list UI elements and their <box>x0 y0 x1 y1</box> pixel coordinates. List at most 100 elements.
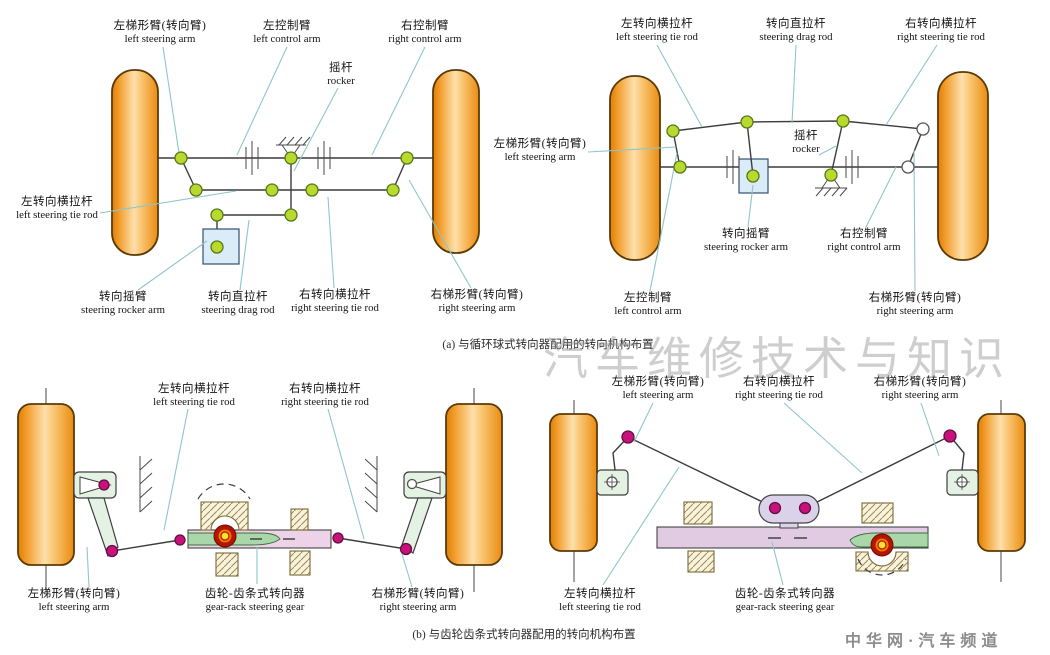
hub-center-left <box>604 474 620 490</box>
wheel-right <box>977 413 1026 552</box>
label-d-right-steering-tie-rod: 右转向横拉杆 right steering tie rod <box>735 376 823 401</box>
slider-symbol-right <box>317 141 331 175</box>
label-a-left-steering-arm: 左梯形臂(转向臂) left steering arm <box>114 20 207 45</box>
slider-symbol-left <box>245 141 259 175</box>
label-en: left control arm <box>253 32 321 45</box>
wheel-right <box>432 69 480 254</box>
label-en: right steering arm <box>876 304 954 317</box>
label-en: right steering arm <box>438 301 516 314</box>
tie-rod-end-right <box>408 476 441 495</box>
label-en: left steering arm <box>622 388 694 401</box>
site-credit: 中华网·汽车频道 <box>845 633 1003 650</box>
mount-right-lower <box>855 551 909 572</box>
label-zh: 左梯形臂(转向臂) <box>113 20 207 32</box>
mount-right-upper <box>861 502 894 524</box>
slider-symbol-left <box>726 150 740 184</box>
label-zh: 右梯形臂(转向臂) <box>868 292 962 304</box>
wheel-left <box>549 413 598 552</box>
right-control-arm-link <box>907 128 924 168</box>
wheel-left <box>17 403 75 566</box>
label-b-right-control-arm: 右控制臂 right control arm <box>827 228 900 253</box>
label-zh: 转向摇臂 <box>722 228 770 240</box>
label-a-rocker: 摇杆 rocker <box>327 62 355 87</box>
label-en: left steering arm <box>124 32 196 45</box>
label-zh: 右梯形臂(转向臂) <box>430 289 524 301</box>
label-en: left control arm <box>614 304 682 317</box>
rotation-arc <box>857 558 907 576</box>
label-d-gear-rack-steering-gear: 齿轮-齿条式转向器 gear-rack steering gear <box>735 588 835 613</box>
label-zh: 左转向横拉杆 <box>20 196 93 208</box>
pinion <box>213 524 237 548</box>
label-zh: 右转向横拉杆 <box>298 289 371 301</box>
label-en: left steering tie rod <box>559 600 641 613</box>
upper-linkage <box>672 120 924 132</box>
label-zh: 右转向横拉杆 <box>742 376 815 388</box>
mount-left-upper <box>683 501 713 525</box>
label-zh: 齿轮-齿条式转向器 <box>204 588 306 600</box>
rotation-arc <box>197 483 251 500</box>
pitman-link <box>746 121 754 177</box>
label-a-right-control-arm: 右控制臂 right control arm <box>388 20 461 45</box>
label-zh: 齿轮-齿条式转向器 <box>734 588 836 600</box>
diagram-b-recirculating-ball-variant <box>609 71 989 261</box>
label-zh: 转向直拉杆 <box>208 291 268 303</box>
label-en: right steering tie rod <box>291 301 379 314</box>
wheel-left <box>609 75 661 261</box>
label-b-steering-drag-rod: 转向直拉杆 steering drag rod <box>759 18 832 43</box>
label-c-right-steering-arm: 右梯形臂(转向臂) right steering arm <box>372 588 465 613</box>
label-en: right steering tie rod <box>735 388 823 401</box>
steering-arm-right <box>949 435 965 471</box>
mount-upper <box>200 501 249 531</box>
steering-arm-left <box>612 436 629 471</box>
label-c-gear-rack-steering-gear: 齿轮-齿条式转向器 gear-rack steering gear <box>205 588 305 613</box>
label-en: rocker <box>792 142 820 155</box>
tie-rod-left <box>627 436 776 509</box>
label-zh: 左控制臂 <box>624 292 672 304</box>
label-zh: 右转向横拉杆 <box>904 18 977 30</box>
label-en: right steering arm <box>881 388 959 401</box>
label-en: right steering tie rod <box>897 30 985 43</box>
label-zh: 转向直拉杆 <box>766 18 826 30</box>
tie-rod-left <box>111 539 181 552</box>
label-b-left-steering-tie-rod: 左转向横拉杆 left steering tie rod <box>616 18 698 43</box>
mount-left-lower <box>687 550 715 573</box>
label-en: steering drag rod <box>201 303 275 316</box>
wheel-left <box>111 69 159 256</box>
label-zh: 左转向横拉杆 <box>157 383 230 395</box>
mount-right-top <box>290 508 309 531</box>
label-d-left-steering-tie-rod: 左转向横拉杆 left steering tie rod <box>559 588 641 613</box>
tie-rod-end-left <box>79 476 112 495</box>
label-en: steering rocker arm <box>704 240 788 253</box>
label-a-right-steering-arm: 右梯形臂(转向臂) right steering arm <box>431 289 524 314</box>
label-a-steering-drag-rod: 转向直拉杆 steering drag rod <box>201 291 274 316</box>
label-zh: 左转向横拉杆 <box>563 588 636 600</box>
label-b-steering-rocker-arm: 转向摇臂 steering rocker arm <box>704 228 788 253</box>
label-zh: 左控制臂 <box>263 20 311 32</box>
label-d-left-steering-arm: 左梯形臂(转向臂) left steering arm <box>612 376 705 401</box>
label-zh: 左转向横拉杆 <box>620 18 693 30</box>
label-a-left-steering-tie-rod: 左转向横拉杆 left steering tie rod <box>16 196 98 221</box>
label-zh: 摇杆 <box>328 62 353 74</box>
caption-b: (b) 与齿轮齿条式转向器配用的转向机构布置 <box>412 629 636 641</box>
label-en: gear-rack steering gear <box>735 600 835 613</box>
wheel-right <box>445 403 503 566</box>
label-b-right-steering-arm: 右梯形臂(转向臂) right steering arm <box>869 292 962 317</box>
label-zh: 右控制臂 <box>839 228 888 240</box>
diagram-d-rack-pinion-variant <box>549 400 1026 582</box>
label-b-right-steering-tie-rod: 右转向横拉杆 right steering tie rod <box>897 18 985 43</box>
label-en: left steering tie rod <box>616 30 698 43</box>
label-en: left steering arm <box>38 600 110 613</box>
leader-lines <box>86 44 940 588</box>
label-en: left steering arm <box>504 150 576 163</box>
mount-lower-left <box>215 552 239 577</box>
label-zh: 右转向横拉杆 <box>288 383 361 395</box>
pinion <box>870 533 894 557</box>
label-zh: 右梯形臂(转向臂) <box>873 376 967 388</box>
label-b-left-control-arm: 左控制臂 left control arm <box>614 292 681 317</box>
wheel-right <box>937 71 989 261</box>
label-c-left-steering-tie-rod: 左转向横拉杆 left steering tie rod <box>153 383 235 408</box>
label-en: gear-rack steering gear <box>205 600 305 613</box>
ground-symbol-left <box>139 456 153 513</box>
label-en: steering rocker arm <box>81 303 165 316</box>
ground-symbol-right <box>364 456 378 513</box>
